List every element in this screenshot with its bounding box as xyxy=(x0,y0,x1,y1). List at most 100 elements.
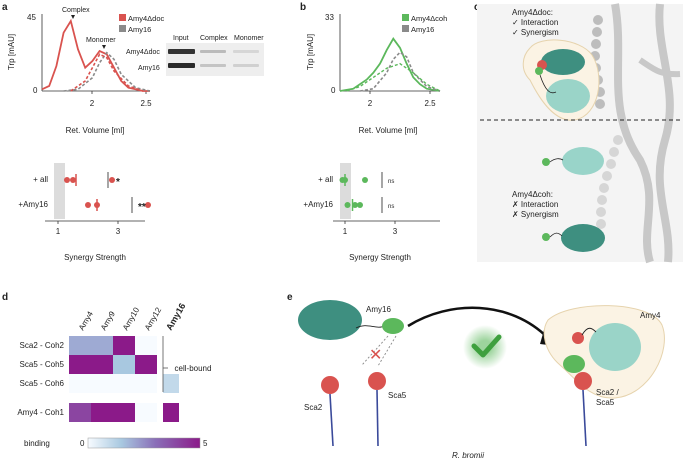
e-check-glow xyxy=(463,325,507,369)
c-top-interaction: ✓ Interaction xyxy=(512,18,558,27)
c-top-cohesin xyxy=(535,67,543,75)
d-group-label: cell-bound xyxy=(175,364,212,373)
e-arrow xyxy=(407,306,549,339)
syn-point xyxy=(357,202,363,208)
e-sca5-anchor xyxy=(376,389,379,447)
e-label-sca5: Sca5 xyxy=(388,391,407,400)
e-bound-cohesin xyxy=(563,355,585,373)
heatmap-col-label: Amy12 xyxy=(143,305,164,332)
heatmap-cell xyxy=(163,374,179,393)
heatmap-row-label: Sca5 - Coh5 xyxy=(20,360,65,369)
gel-row-amy4doc: Amy4Δdoc xyxy=(126,49,160,56)
a-series-amy16 xyxy=(63,51,151,92)
b-xtick-2: 2 xyxy=(368,99,373,108)
panel-label-a: a xyxy=(2,2,8,13)
b-syn-xlabel: Synergy Strength xyxy=(349,253,411,262)
b-syn-row-amy16: +Amy16 xyxy=(303,200,333,209)
a-legend-amy16: Amy16 xyxy=(128,25,151,34)
gel-col-complex: Complex xyxy=(200,35,228,42)
syn-point xyxy=(362,177,368,183)
d-legend-min: 0 xyxy=(80,439,85,448)
c-strand-3 xyxy=(638,57,681,78)
e-sca2-dockerin xyxy=(321,376,339,394)
c-top-synergism: ✓ Synergism xyxy=(512,28,559,37)
a-syn-row-amy16: +Amy16 xyxy=(18,200,48,209)
b-syn-points xyxy=(339,174,368,211)
panel-a-chromatogram: 45 0 Trp [mAU] 2 2.5 Ret. Volume [ml] Co… xyxy=(7,7,165,135)
panel-label-e: e xyxy=(287,292,293,303)
a-peak-complex: Complex xyxy=(62,7,90,14)
a-syn-xlabel: Synergy Strength xyxy=(64,253,126,262)
heatmap-cell xyxy=(135,355,157,374)
a-xlabel: Ret. Volume [ml] xyxy=(66,126,125,135)
syn-point xyxy=(64,177,70,183)
heatmap-cell xyxy=(113,355,135,374)
syn-point xyxy=(85,202,91,208)
a-xtick-2: 2 xyxy=(90,99,95,108)
e-label-sca25b: Sca5 xyxy=(596,398,615,407)
a-legend-swatch-grey xyxy=(119,25,126,32)
d-legend-colorbar xyxy=(87,437,201,449)
d-legend-max: 5 xyxy=(203,439,208,448)
e-label-sca25: Sca2 / xyxy=(596,388,619,397)
e-amy4-dockerin xyxy=(572,332,584,344)
gel-row-amy16: Amy16 xyxy=(138,65,160,72)
a-series-amy4doc-monomer xyxy=(70,53,144,92)
c-bot-amy4-protein xyxy=(562,147,604,175)
c-bot-cohesin-2 xyxy=(542,233,550,241)
e-species: R. bromii xyxy=(452,451,484,460)
c-strand-1 xyxy=(611,3,654,264)
syn-point xyxy=(352,202,358,208)
gel-band-input-2 xyxy=(168,63,195,68)
syn-point xyxy=(145,202,151,208)
b-legend-swatch-grey xyxy=(402,25,409,32)
heatmap-cell xyxy=(69,374,91,393)
gel-image xyxy=(166,43,264,76)
b-legend-amy16: Amy16 xyxy=(411,25,434,34)
b-xtick-25: 2.5 xyxy=(424,99,436,108)
b-xlabel: Ret. Volume [ml] xyxy=(359,126,418,135)
a-legend-swatch-red xyxy=(119,14,126,21)
b-syn-tick-3: 3 xyxy=(393,227,398,236)
b-syn-tick-1: 1 xyxy=(343,227,348,236)
e-label-sca2: Sca2 xyxy=(304,403,323,412)
a-legend-amy4doc: Amy4Δdoc xyxy=(128,14,165,23)
a-ylabel: Trp [mAU] xyxy=(7,34,16,70)
heatmap-row-label: Sca2 - Coh2 xyxy=(20,341,65,350)
e-sca25-anchor xyxy=(582,389,587,447)
c-bot-cohesin xyxy=(542,158,550,166)
c-bot-amy16-protein xyxy=(561,224,605,252)
panel-label-d: d xyxy=(2,292,8,303)
e-amy16-protein xyxy=(298,300,362,340)
heatmap-cell xyxy=(91,403,113,422)
e-label-amy16: Amy16 xyxy=(366,305,391,314)
panel-a-synergy: 1 3 Synergy Strength + all +Amy16 * ** xyxy=(18,163,151,262)
e-sca25-dockerin xyxy=(574,372,592,390)
b-syn-sig-all: ns xyxy=(388,179,394,185)
e-cross-icon: ✕ xyxy=(369,347,382,364)
heatmap-col-label: Amy16 xyxy=(164,301,187,332)
a-syn-sig-amy16: ** xyxy=(138,202,146,213)
gel-col-monomer: Monomer xyxy=(234,35,264,42)
b-syn-sig-amy16: ns xyxy=(388,204,394,210)
a-peak-monomer: Monomer xyxy=(86,37,116,44)
heatmap-cell xyxy=(69,336,91,355)
b-legend-amy4coh: Amy4Δcoh xyxy=(411,14,447,23)
b-ylabel: Trp [mAU] xyxy=(306,34,315,70)
e-cohesin-green xyxy=(382,318,404,334)
gel-band-complex-1 xyxy=(200,50,226,53)
a-series-amy4doc xyxy=(41,18,150,92)
heatmap-cell xyxy=(69,403,91,422)
e-sca2-anchor xyxy=(329,393,334,447)
e-check-icon xyxy=(471,334,502,358)
heatmap-col-label: Amy10 xyxy=(121,305,142,332)
e-amy4-protein xyxy=(589,323,641,371)
heatmap-col-label: Amy9 xyxy=(99,309,117,332)
b-series-amy16 xyxy=(359,51,441,92)
c-bot-title: Amy4Δcoh: xyxy=(512,190,553,199)
panel-b-synergy: 1 3 Synergy Strength + all +Amy16 ns ns xyxy=(303,163,440,262)
b-syn-row-all: + all xyxy=(318,175,333,184)
